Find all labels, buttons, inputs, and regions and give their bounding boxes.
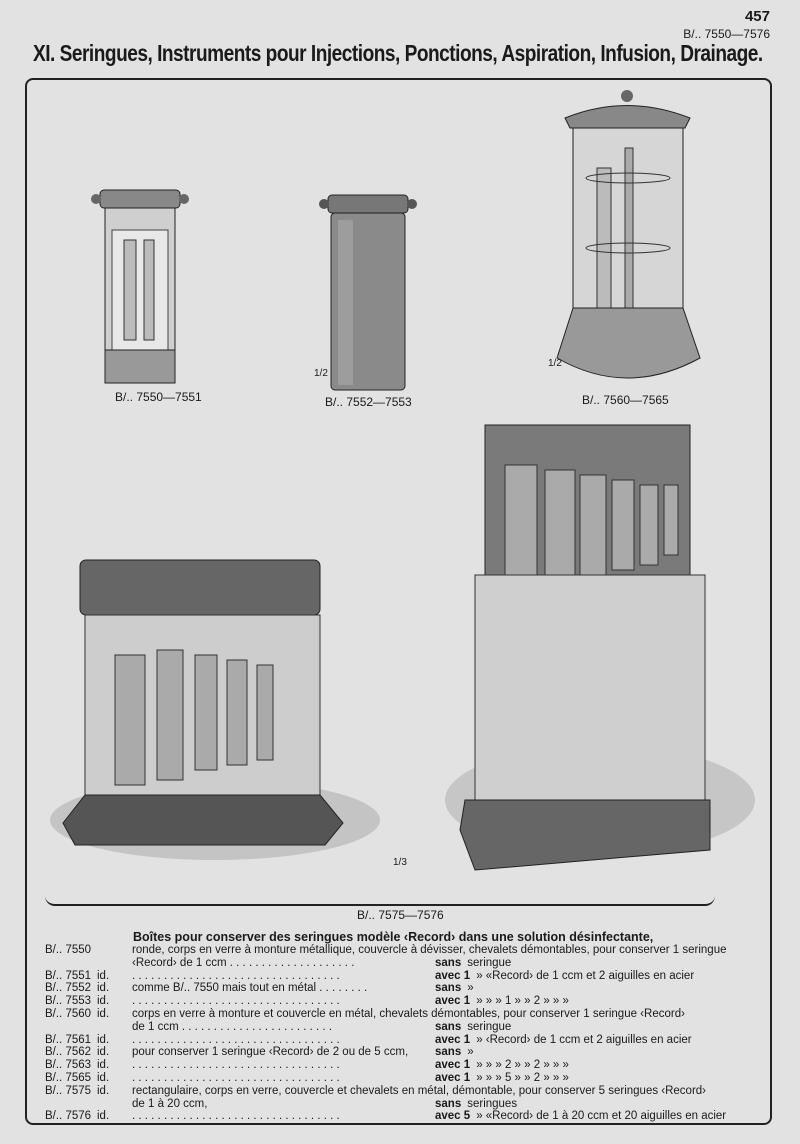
item-contents: seringue: [467, 956, 512, 969]
item-id: id.: [97, 1033, 110, 1046]
item-id: id.: [97, 1046, 110, 1059]
item-condition: sans: [435, 1097, 462, 1110]
illustration-tall-glass-cylinder: [556, 90, 701, 379]
item-contents: » ‹Record› de 1 ccm et 2 aiguilles en ac…: [476, 1033, 692, 1046]
list-item: B/.. 7560 id. corps en verre à monture et …: [45, 1008, 760, 1021]
page-number: 457: [744, 8, 770, 25]
item-code: B/.. 7561: [45, 1033, 92, 1046]
figure-brace: [45, 894, 715, 906]
item-description: . . . . . . . . . . . . . . . . . . . . …: [132, 1033, 340, 1046]
page-title: XI. Seringues, Instruments pour Injectio…: [33, 40, 763, 66]
item-description-continued: de 1 à 20 ccm,: [132, 1097, 208, 1110]
item-description-continued: de 1 ccm . . . . . . . . . . . . . . . .…: [132, 1020, 333, 1033]
item-description: rectangulaire, corps en verre, couvercle…: [132, 1084, 707, 1097]
item-contents: » «Record› de 1 ccm et 2 aiguilles en ac…: [476, 969, 695, 982]
illustration-metal-cylinder: [319, 194, 417, 391]
item-id: id.: [97, 1110, 110, 1123]
figure-caption: B/.. 7575—7576: [357, 908, 444, 922]
scale-label: 1/2: [548, 358, 562, 369]
item-description: comme B/.. 7550 mais tout en métal . . .…: [132, 982, 368, 995]
item-code: B/.. 7563: [45, 1059, 92, 1072]
item-contents: » » » 5 » » 2 » » »: [476, 1071, 569, 1084]
item-contents: » » » 1 » » 2 » » »: [476, 995, 569, 1008]
list-item: B/.. 7562 id. pour conserver 1 seringue ‹R…: [45, 1046, 760, 1059]
item-condition: avec 1: [435, 1059, 471, 1072]
item-description: corps en verre à monture et couvercle en…: [132, 1007, 685, 1020]
section-heading: Boîtes pour conserver des seringues modè…: [133, 930, 654, 944]
item-contents: seringue: [467, 1020, 512, 1033]
list-item: B/.. 7563 id. . . . . . . . . . . . . . . …: [45, 1059, 760, 1072]
list-item: B/.. 7550 ronde, corps en verre à monture…: [45, 944, 760, 957]
illustration-rectangular-glass-box: [50, 559, 380, 860]
list-item: B/.. 7575 id. rectangulaire, corps en verr…: [45, 1085, 760, 1098]
page-range: B/.. 7550—7576: [683, 27, 770, 41]
item-description: . . . . . . . . . . . . . . . . . . . . …: [132, 1071, 340, 1084]
illustration-carrier-box-with-tray: [445, 424, 755, 871]
list-item: B/.. 7552 id. comme B/.. 7550 mais tout en…: [45, 982, 760, 995]
item-contents: »: [467, 982, 474, 995]
item-code: B/.. 7576: [45, 1110, 92, 1123]
item-id: id.: [97, 995, 110, 1008]
item-code: B/.. 7550: [45, 944, 92, 956]
scale-label: 1/2: [314, 368, 328, 379]
item-code: B/.. 7575: [45, 1084, 92, 1097]
item-contents: » «Record› de 1 à 20 ccm et 20 aiguilles…: [476, 1110, 727, 1123]
item-id: id.: [97, 1059, 110, 1072]
item-code: B/.. 7562: [45, 1046, 92, 1059]
item-id: id.: [97, 1007, 110, 1020]
list-item-continuation: de 1 ccm . . . . . . . . . . . . . . . .…: [45, 1021, 760, 1034]
list-item: B/.. 7561 id. . . . . . . . . . . . . . . …: [45, 1034, 760, 1047]
item-condition: sans: [435, 1046, 462, 1059]
item-condition: avec 1: [435, 1033, 471, 1046]
item-code: B/.. 7552: [45, 982, 92, 995]
item-description-continued: ‹Record› de 1 ccm . . . . . . . . . . . …: [132, 956, 355, 969]
item-condition: avec 1: [435, 1071, 471, 1084]
item-id: id.: [97, 1071, 110, 1084]
item-contents: »: [467, 1046, 474, 1059]
item-condition: sans: [435, 956, 462, 969]
item-code: B/.. 7565: [45, 1071, 92, 1084]
figure-caption: B/.. 7552—7553: [325, 395, 412, 409]
scale-label: 1/3: [393, 857, 407, 868]
item-contents: » » » 2 » » 2 » » »: [476, 1059, 569, 1072]
item-code: B/.. 7551: [45, 969, 92, 982]
item-condition: avec 1: [435, 969, 471, 982]
list-item: B/.. 7565 id. . . . . . . . . . . . . . . …: [45, 1072, 760, 1085]
item-code: B/.. 7560: [45, 1007, 92, 1020]
item-condition: avec 5: [435, 1110, 471, 1123]
item-description: . . . . . . . . . . . . . . . . . . . . …: [132, 969, 340, 982]
item-contents: seringues: [467, 1097, 518, 1110]
item-id: [97, 944, 132, 957]
list-item: B/.. 7553 id. . . . . . . . . . . . . . . …: [45, 995, 760, 1008]
item-code: B/.. 7553: [45, 995, 92, 1008]
item-description: . . . . . . . . . . . . . . . . . . . . …: [132, 1110, 340, 1123]
list-item-continuation: ‹Record› de 1 ccm . . . . . . . . . . . …: [45, 957, 760, 970]
figure-caption: B/.. 7550—7551: [115, 390, 202, 404]
item-description: . . . . . . . . . . . . . . . . . . . . …: [132, 1059, 340, 1072]
item-condition: sans: [435, 982, 462, 995]
item-description: pour conserver 1 seringue ‹Record› de 2 …: [132, 1046, 409, 1059]
item-condition: sans: [435, 1020, 462, 1033]
item-description: . . . . . . . . . . . . . . . . . . . . …: [132, 995, 340, 1008]
figure-caption: B/.. 7560—7565: [582, 393, 669, 407]
item-condition: avec 1: [435, 995, 471, 1008]
item-id: id.: [97, 1084, 110, 1097]
item-description: ronde, corps en verre à monture métalliq…: [132, 944, 727, 956]
item-id: id.: [97, 969, 110, 982]
list-item: B/.. 7551 id. . . . . . . . . . . . . . . …: [45, 970, 760, 983]
price-list: B/.. 7550 ronde, corps en verre à monture…: [45, 944, 760, 1123]
content-frame: [25, 78, 772, 1125]
list-item: B/.. 7576 id. . . . . . . . . . . . . . . …: [45, 1110, 760, 1123]
illustration-round-glass-box: [91, 189, 189, 384]
list-item-continuation: de 1 à 20 ccm, sans seringues: [45, 1098, 760, 1111]
item-id: id.: [97, 982, 110, 995]
